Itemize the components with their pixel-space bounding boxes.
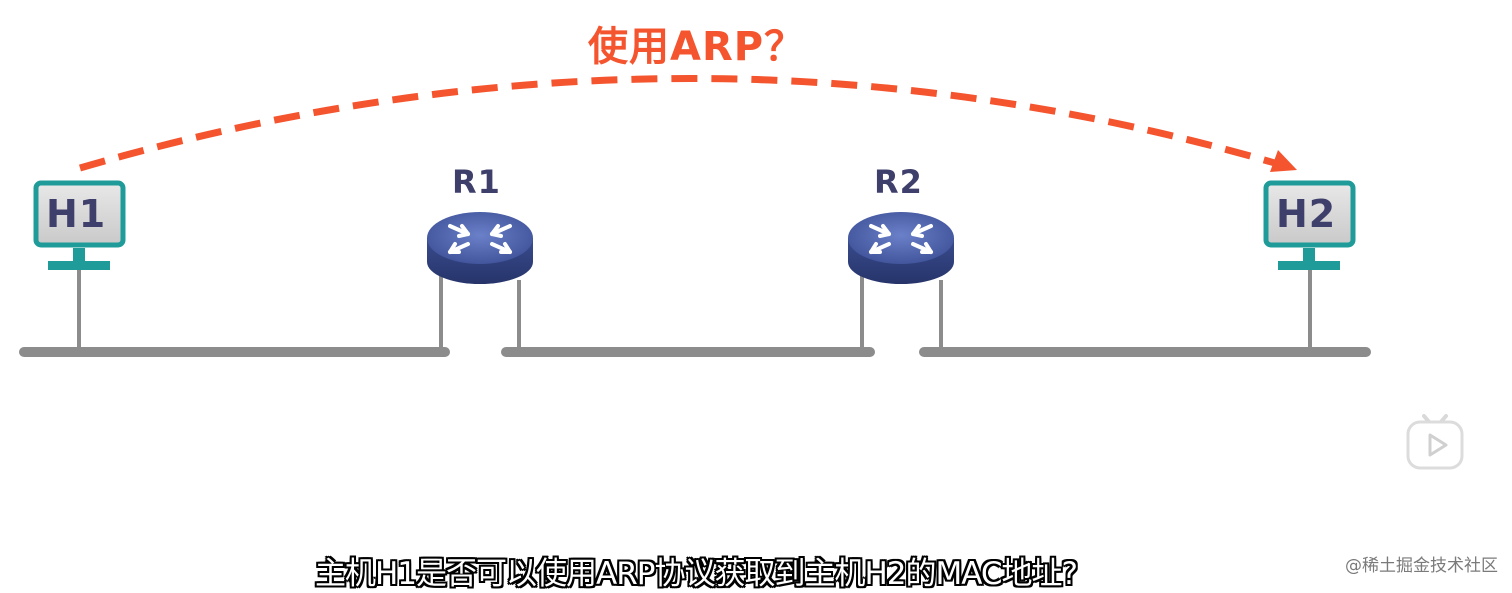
host-h2-label: H2 xyxy=(1276,192,1337,236)
router-r1-label: R1 xyxy=(452,163,501,201)
bilibili-tv-icon[interactable] xyxy=(1404,410,1466,472)
router-r1-icon xyxy=(427,212,533,284)
host-h1-label: H1 xyxy=(46,192,107,236)
host-h2-icon xyxy=(1263,180,1356,270)
router-r2-label: R2 xyxy=(874,163,923,201)
arp-question-title: 使用ARP？ xyxy=(588,24,806,70)
router-r2-icon xyxy=(848,212,954,284)
arp-arrow-path xyxy=(79,75,1286,172)
host-h1-icon xyxy=(33,180,126,270)
watermark-text: @稀土掘金技术社区 xyxy=(1345,556,1498,576)
subtitle-caption: 主机H1是否可以使用ARP协议获取到主机H2的MAC地址? xyxy=(314,556,1078,592)
arp-arrowhead xyxy=(1270,150,1297,172)
connector-lines xyxy=(77,270,1312,350)
